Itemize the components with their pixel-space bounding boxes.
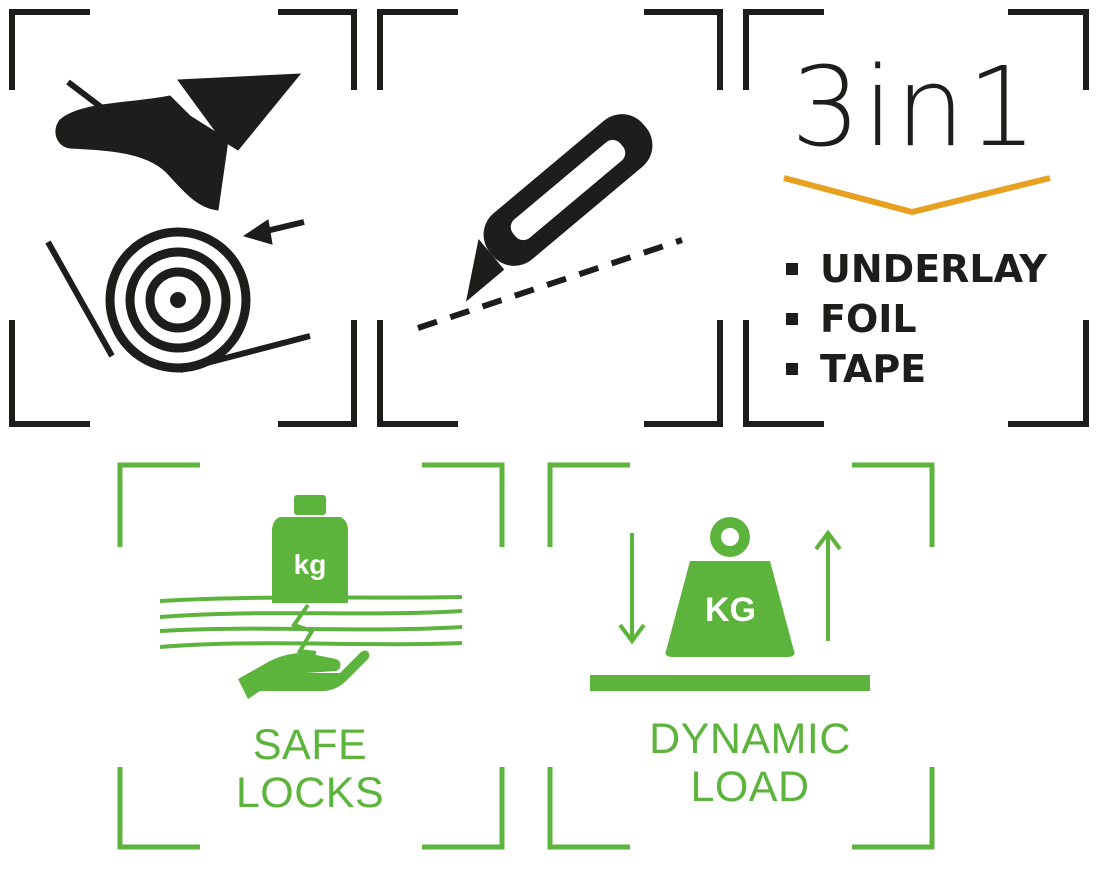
dynamic-load-weight-label: KG — [705, 591, 756, 629]
dynamic-load-label: DYNAMIC LOAD — [620, 715, 880, 811]
3in1-frame — [743, 9, 1089, 427]
safe-locks-frame — [117, 462, 505, 850]
tile-safe-locks: kg SAFE LOCKS — [110, 455, 510, 860]
roll-frame — [9, 9, 357, 427]
dynamic-load-label-line2: LOAD — [690, 763, 810, 811]
feature-label: TAPE — [820, 347, 927, 391]
tile-3in1 — [734, 0, 1100, 440]
tile-roll — [0, 0, 370, 440]
dynamic-load-frame — [547, 462, 935, 850]
tile-cutter — [368, 0, 738, 440]
bullet-icon — [786, 263, 798, 275]
chevron-underline-icon — [783, 175, 1051, 216]
3in1-title: 3in1 — [790, 43, 1040, 171]
tile-dynamic-load: KG DYNAMIC LOAD — [540, 455, 940, 860]
3in1-feature-list: UNDERLAY FOIL TAPE — [784, 244, 1047, 394]
foot-roll-icon — [45, 73, 311, 373]
feature-label: FOIL — [820, 297, 917, 341]
dynamic-load-label-line1: DYNAMIC — [649, 715, 851, 763]
kettlebell-arrows-icon — [590, 517, 870, 691]
bullet-icon — [786, 313, 798, 325]
weight-hand-icon — [159, 495, 463, 699]
safe-locks-label: SAFE LOCKS — [200, 721, 420, 817]
safe-locks-weight-label: kg — [293, 549, 327, 580]
feature-label: UNDERLAY — [820, 247, 1047, 291]
cutter-frame — [377, 9, 723, 427]
safe-locks-label-line1: SAFE — [252, 721, 368, 769]
feature-tape: TAPE — [784, 344, 1047, 394]
feature-underlay: UNDERLAY — [784, 244, 1047, 294]
feature-foil: FOIL — [784, 294, 1047, 344]
utility-knife-icon — [417, 114, 683, 331]
bullet-icon — [786, 363, 798, 375]
safe-locks-label-line2: LOCKS — [235, 769, 385, 817]
